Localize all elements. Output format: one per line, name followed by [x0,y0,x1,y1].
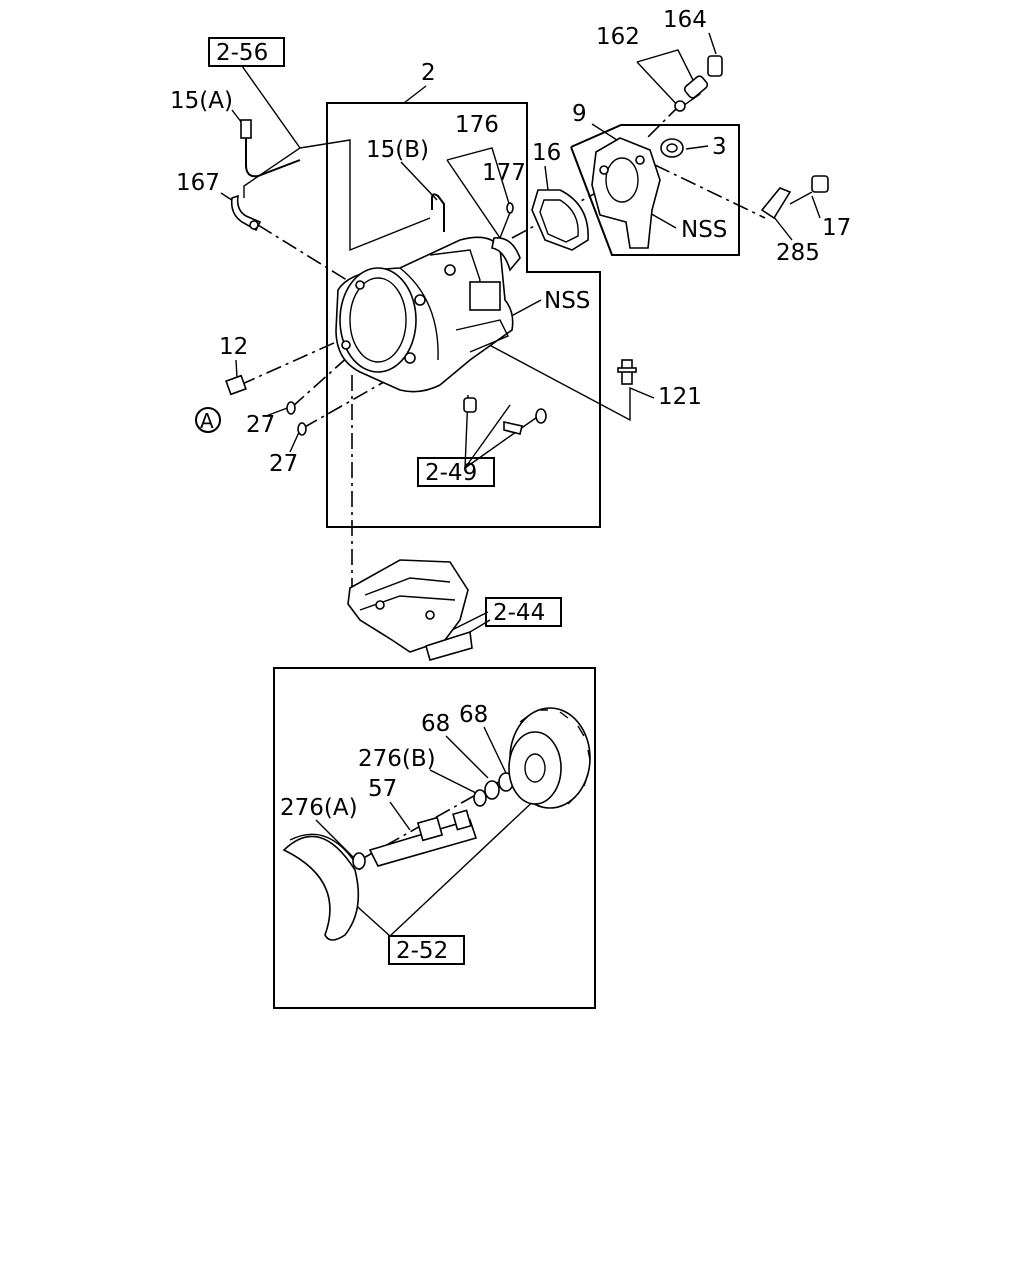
label-15b: 15(B) [366,137,429,163]
ref-box-2-56[interactable]: 2-56 [208,37,285,67]
label-nss-case: NSS [544,288,590,314]
label-27-lower: 27 [269,451,298,477]
o-ring-177[interactable] [506,202,514,214]
label-9: 9 [572,101,587,127]
main-assembly-frame [326,102,601,528]
label-57: 57 [368,776,397,802]
seal-176[interactable] [491,237,521,272]
ref-label-2-56: 2-56 [216,40,268,66]
label-176: 176 [455,112,499,138]
label-276a: 276(A) [280,795,358,821]
bolt-164[interactable] [707,55,723,77]
label-27-upper: 27 [246,412,275,438]
label-276b: 276(B) [358,746,436,772]
clutch-drum-2-52[interactable] [282,833,361,941]
o-ring-27-upper[interactable] [286,401,296,415]
label-nss-extension: NSS [681,217,727,243]
label-162: 162 [596,24,640,50]
valve-body-2-44[interactable] [347,559,473,661]
bracket-285[interactable] [760,187,792,220]
label-164: 164 [663,7,707,33]
label-3: 3 [712,134,727,160]
label-2: 2 [421,60,436,86]
extension-housing-9[interactable] [591,137,661,249]
extension-housing-frame [570,124,740,256]
ref-label-2-49: 2-49 [425,460,477,486]
o-ring-27-lower[interactable] [297,422,307,436]
label-a: A [200,409,214,433]
label-167: 167 [176,170,220,196]
bearing-68-left[interactable] [484,780,500,800]
o-ring-276a[interactable] [352,852,366,870]
sensor-121[interactable] [617,359,637,385]
ref-label-2-52: 2-52 [396,938,448,964]
plug-162[interactable] [674,75,709,112]
transmission-case[interactable] [335,236,514,393]
shaft-assembly-frame [273,667,596,1009]
plug-12[interactable] [225,374,247,396]
ref-label-2-44: 2-44 [493,600,545,626]
oil-seal-3[interactable] [660,138,684,158]
ref-box-2-49[interactable]: 2-49 [417,457,495,487]
elbow-fitting-167[interactable] [230,194,262,232]
gear-2-52[interactable] [508,707,591,809]
sensor-group-2-49[interactable] [463,397,547,435]
label-285: 285 [776,240,820,266]
shaft-57[interactable] [368,809,478,867]
label-16: 16 [532,140,561,166]
pipe-15b[interactable] [431,193,445,232]
label-177: 177 [482,160,526,186]
ref-box-2-52[interactable]: 2-52 [388,935,465,965]
label-12: 12 [219,334,248,360]
label-17: 17 [822,215,851,241]
callout-a: A [195,407,221,433]
label-15a: 15(A) [170,88,233,114]
label-68-left: 68 [421,711,450,737]
gasket-16[interactable] [531,189,589,251]
ref-box-2-44[interactable]: 2-44 [485,597,562,627]
seal-ring-276b[interactable] [473,789,487,807]
label-121: 121 [658,384,702,410]
label-68-right: 68 [459,702,488,728]
pipe-15a[interactable] [240,119,301,178]
bolt-17[interactable] [789,175,829,205]
